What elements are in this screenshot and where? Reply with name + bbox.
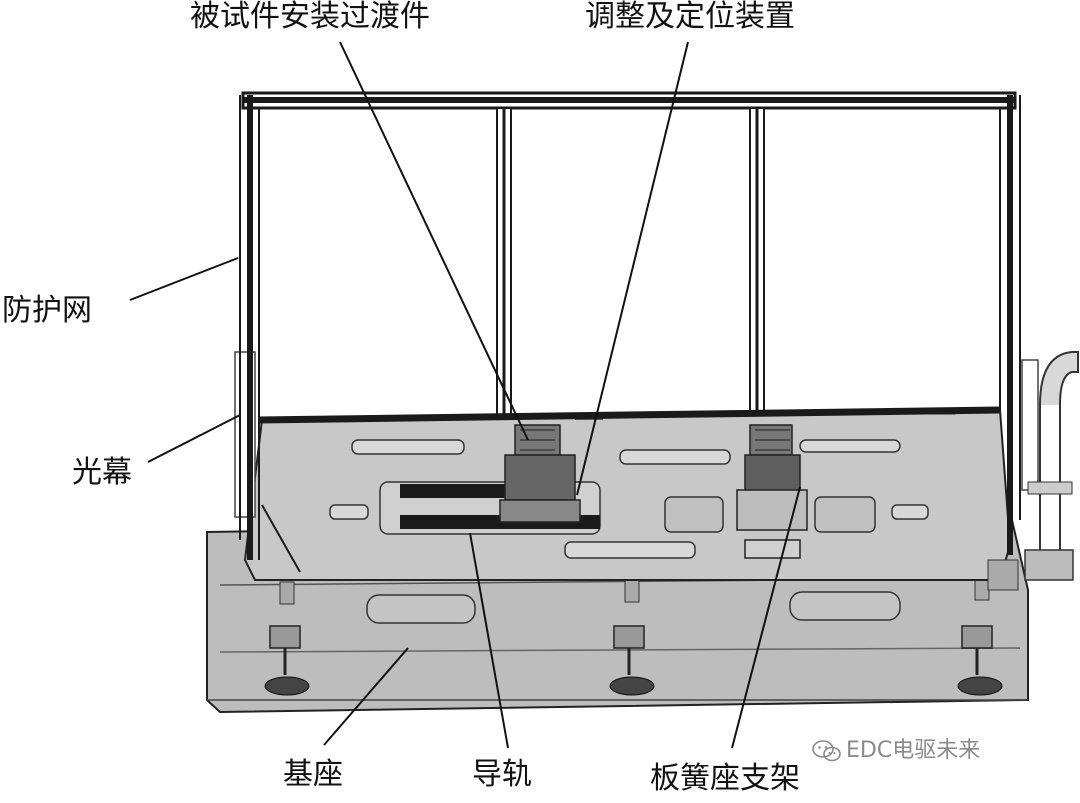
spring-seat-bracket [736, 424, 808, 559]
top-plate [243, 403, 1012, 581]
foot-left [264, 625, 310, 696]
wechat-icon [812, 740, 842, 762]
leader-adjust [576, 41, 689, 496]
leader-lines [129, 41, 801, 749]
leader-guard [129, 257, 239, 301]
label-curtain: 光幕 [72, 455, 132, 490]
leader-curtain [147, 414, 241, 463]
foot-right [957, 625, 1003, 696]
watermark: EDC电驱未来 [812, 740, 980, 762]
leader-spring [731, 486, 801, 749]
label-guard: 防护网 [2, 293, 92, 328]
label-fixture: 被试件安装过渡件 [190, 0, 430, 34]
leader-rail [469, 532, 509, 749]
side-pipe [987, 351, 1079, 591]
watermark-text: EDC电驱未来 [846, 738, 981, 763]
label-rail: 导轨 [472, 757, 532, 792]
leveling-feet [264, 625, 1003, 696]
label-adjust: 调整及定位装置 [585, 0, 795, 34]
label-spring-bracket: 板簧座支架 [650, 761, 800, 796]
leader-fixture [339, 41, 529, 441]
foot-middle [609, 625, 655, 696]
leader-base [323, 647, 409, 746]
label-base: 基座 [283, 757, 343, 792]
guard-frame [239, 91, 1021, 573]
